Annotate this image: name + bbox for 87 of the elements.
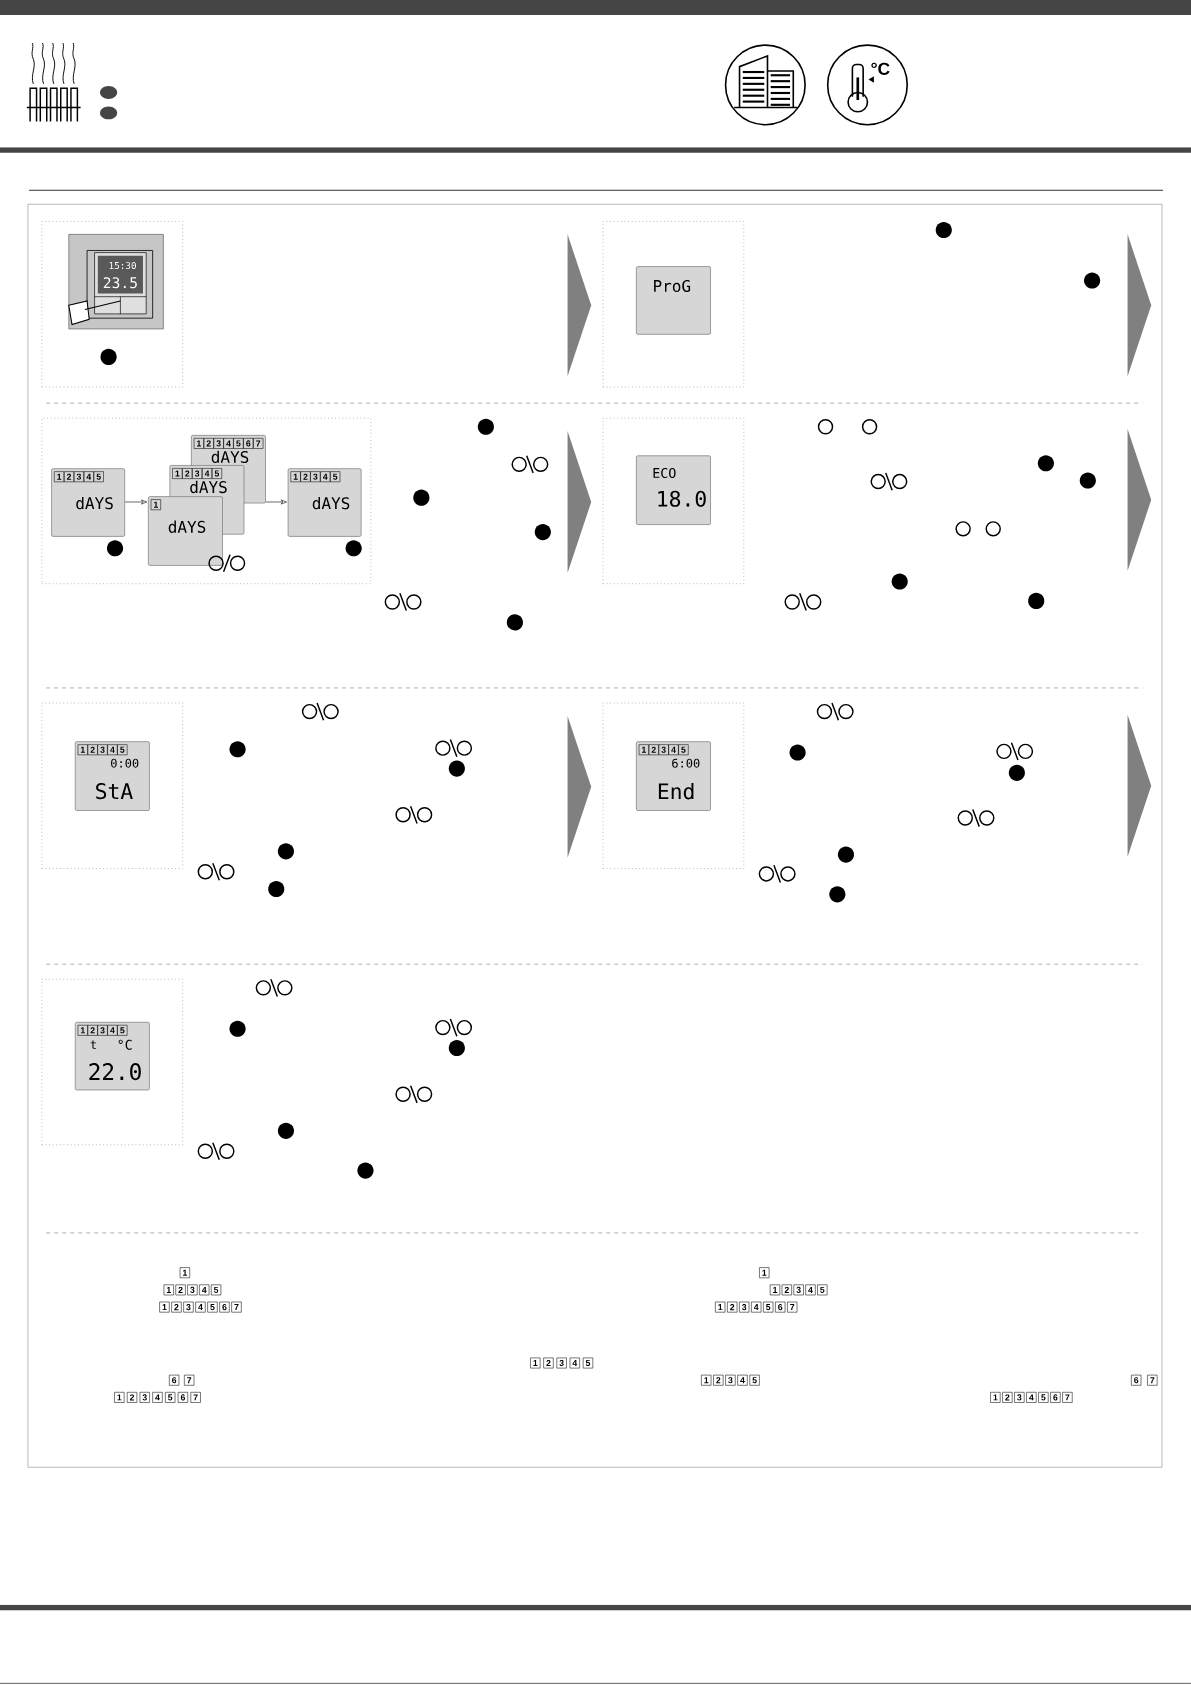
lcd-display: 1 2 3 4 5 0:00 StA <box>74 741 150 811</box>
lcd-display: ProG <box>636 266 711 335</box>
node-label: 2 <box>185 470 190 477</box>
step-panel <box>602 702 745 869</box>
day-indicator: 5 <box>210 1284 222 1296</box>
step-panel <box>41 702 184 869</box>
lcd-display-stack: 1 2 3 4 5 6 7 dAYS 1 2 3 4 5 dAYS 1 dAYS <box>148 435 266 566</box>
day-indicator: 2 <box>727 1301 738 1313</box>
day-indicator: 2 <box>171 1301 182 1313</box>
day-indicator: 3 <box>739 1301 750 1313</box>
day-indicator: 5 <box>1038 1392 1049 1403</box>
day-indicator: 3 <box>556 1357 567 1369</box>
node-label: 7 <box>256 440 261 447</box>
lcd-display: 1 2 3 4 5 6:00 End <box>636 741 711 811</box>
node-label: 3 <box>194 470 200 477</box>
node-label: 5 <box>236 440 241 447</box>
day-indicator: 5 <box>817 1284 828 1296</box>
step-panel <box>41 978 184 1146</box>
day-indicator: 7 <box>231 1301 242 1313</box>
day-indicator: 1 <box>530 1357 541 1369</box>
day-indicator: 1 <box>759 1267 770 1279</box>
day-indicator: 7 <box>1147 1374 1158 1386</box>
day-indicator: 4 <box>737 1374 748 1386</box>
step-panel <box>602 417 745 585</box>
step-panel <box>41 220 184 388</box>
day-indicator: 5 <box>763 1301 774 1313</box>
day-indicator: 3 <box>793 1284 804 1296</box>
lcd-display: 1 2 3 4 5 t °C 22.0 <box>74 1021 150 1091</box>
node-label: 6 <box>246 440 251 447</box>
day-indicator: 7 <box>190 1392 201 1403</box>
day-indicator: 6 <box>169 1374 180 1386</box>
node-label: 4 <box>226 440 231 447</box>
day-indicator: 4 <box>199 1284 210 1296</box>
day-indicator: 3 <box>183 1301 194 1313</box>
day-indicator: 6 <box>775 1301 786 1313</box>
day-indicator: 1 <box>179 1267 190 1279</box>
lcd-display: ECO 18.0 <box>636 455 711 525</box>
day-indicator: 3 <box>725 1374 736 1386</box>
day-indicator: 2 <box>126 1392 138 1403</box>
day-indicator: 5 <box>207 1301 218 1313</box>
chevron-arrow <box>567 431 592 573</box>
day-indicator: 1 <box>159 1301 170 1313</box>
day-indicator: 7 <box>1062 1392 1073 1403</box>
day-indicator: 5 <box>165 1392 176 1403</box>
node-label: dAYS <box>211 450 249 464</box>
day-indicator: 6 <box>177 1392 188 1403</box>
day-indicator: 5 <box>749 1374 760 1386</box>
day-indicator: 2 <box>175 1284 186 1296</box>
node-label: 4 <box>204 470 210 477</box>
day-indicator: 1 <box>715 1301 726 1313</box>
day-indicator: 1 <box>769 1284 781 1296</box>
arrow <box>124 499 148 505</box>
node-label: 1 <box>196 440 202 447</box>
node-label: 2 <box>206 440 211 447</box>
day-indicator: 7 <box>184 1374 195 1386</box>
thermostat-drawing: 15:30 23.5 <box>68 233 164 330</box>
day-indicator: 3 <box>187 1284 198 1296</box>
node-label: 5 <box>214 470 220 477</box>
day-indicator: 4 <box>569 1357 580 1369</box>
day-indicator: 2 <box>543 1357 554 1369</box>
arrow <box>265 499 287 505</box>
day-indicator: 4 <box>152 1392 163 1403</box>
day-indicator: 2 <box>713 1374 724 1386</box>
day-indicator: 3 <box>1014 1392 1025 1403</box>
step-panel <box>602 220 745 388</box>
day-indicator: 7 <box>787 1301 798 1313</box>
day-indicator: 4 <box>751 1301 762 1313</box>
day-indicator: 1 <box>163 1284 174 1296</box>
day-indicator: 1 <box>114 1392 125 1403</box>
day-indicator: 4 <box>1026 1392 1037 1403</box>
day-indicator: 6 <box>1050 1392 1061 1403</box>
day-indicator: 4 <box>195 1301 206 1313</box>
day-indicator: 5 <box>582 1357 594 1369</box>
day-indicator: 2 <box>781 1284 792 1296</box>
day-indicator: 4 <box>805 1284 816 1296</box>
day-indicator: 1 <box>701 1374 712 1386</box>
day-indicator: 6 <box>1131 1374 1142 1386</box>
day-indicator: 3 <box>139 1392 150 1403</box>
node-label: dAYS <box>190 480 227 494</box>
node-label: 3 <box>216 440 221 447</box>
day-indicator: 6 <box>219 1301 230 1313</box>
day-indicator: 1 <box>990 1392 1001 1403</box>
node-label: 1 <box>175 470 180 477</box>
step-panel <box>41 417 372 585</box>
lcd-display: 1 2 3 4 5 dAYS <box>51 468 126 537</box>
lcd-display: 1 2 3 4 5 dAYS <box>287 468 362 537</box>
day-indicator: 2 <box>1002 1392 1013 1403</box>
